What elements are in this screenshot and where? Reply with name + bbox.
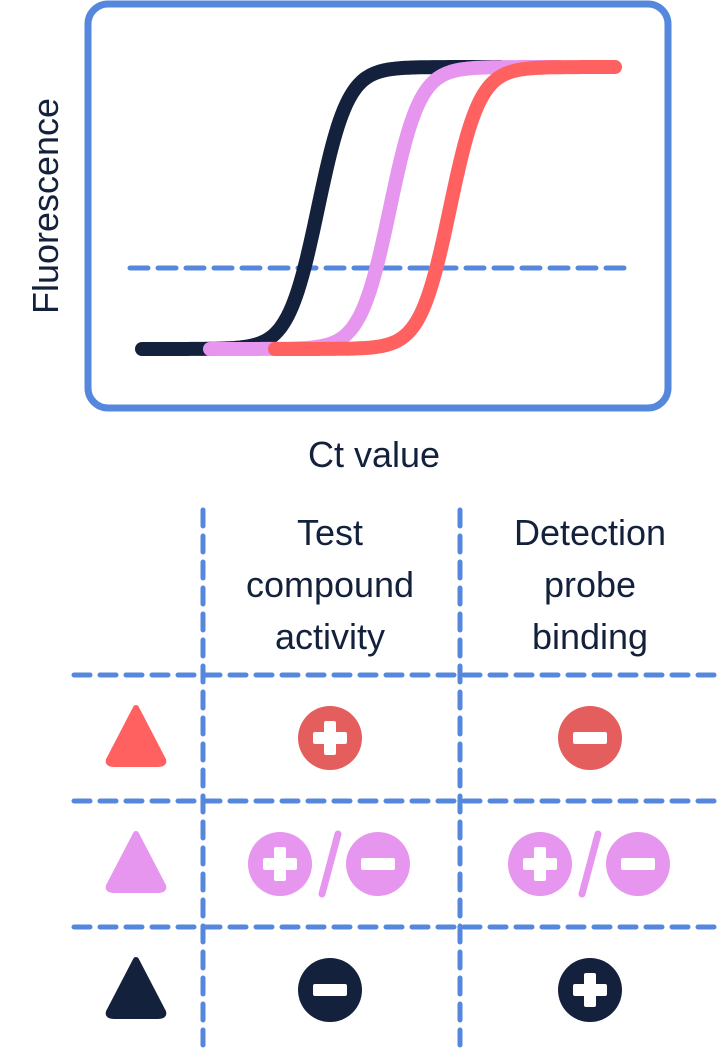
header-line: Detection — [514, 512, 666, 553]
triangle-icon — [105, 957, 167, 1019]
table-grid — [71, 507, 723, 1048]
table-row — [105, 830, 670, 898]
plus-icon — [298, 706, 362, 770]
chart-frame — [84, 0, 672, 412]
curve-no-inhibition — [135, 60, 507, 356]
triangle-icon — [105, 831, 167, 893]
plus-icon — [248, 832, 312, 896]
header-test-compound-activity: Test compound activity — [246, 512, 414, 657]
header-line: probe — [544, 564, 636, 605]
table-row — [105, 705, 622, 770]
header-line: activity — [275, 616, 385, 657]
slash-separator — [318, 830, 342, 898]
plus-icon — [558, 958, 622, 1022]
plus-icon — [508, 832, 572, 896]
amplification-curves — [135, 60, 622, 356]
minus-icon — [346, 832, 410, 896]
minus-icon — [298, 958, 362, 1022]
table-row — [105, 957, 622, 1022]
header-line: binding — [532, 616, 648, 657]
minus-icon — [558, 706, 622, 770]
header-line: Test — [297, 512, 363, 553]
table-rows — [105, 705, 670, 1022]
y-axis-label: Fluorescence — [25, 98, 66, 314]
header-detection-probe-binding: Detection probe binding — [514, 512, 666, 657]
curve-partial — [203, 60, 567, 356]
header-line: compound — [246, 564, 414, 605]
minus-icon — [606, 832, 670, 896]
triangle-icon — [105, 705, 167, 767]
x-axis-label: Ct value — [308, 434, 440, 475]
slash-separator — [578, 830, 602, 898]
curve-inhibited — [268, 60, 622, 356]
